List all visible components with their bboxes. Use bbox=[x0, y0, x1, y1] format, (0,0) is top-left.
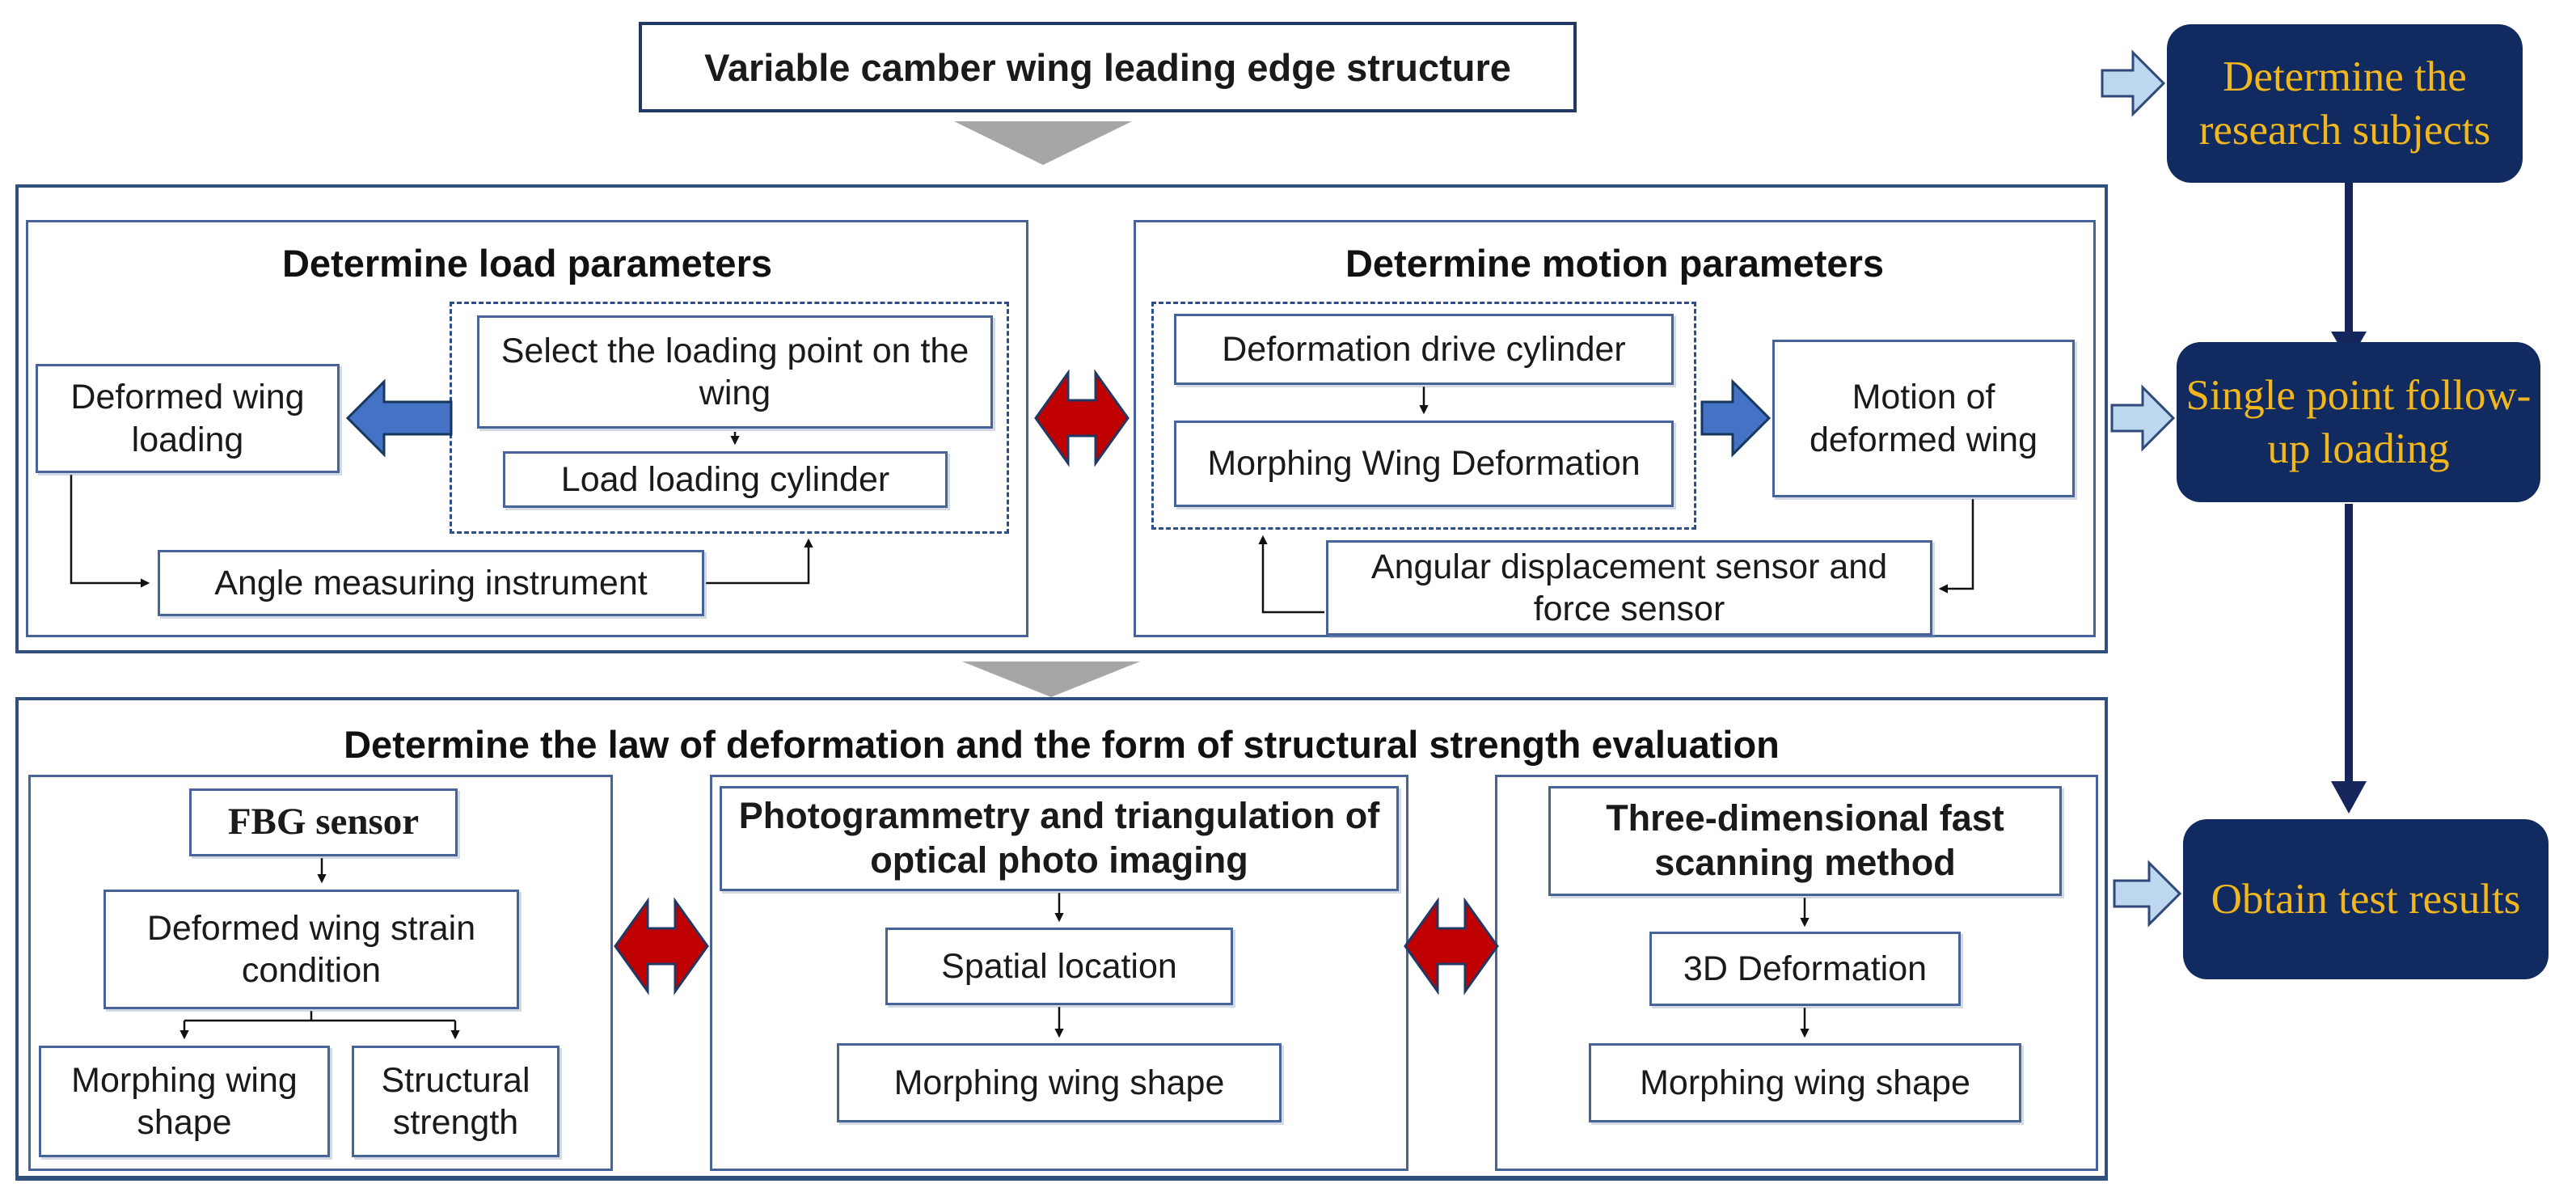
branch-strain-split bbox=[184, 1011, 455, 1022]
diagram-title: Variable camber wing leading edge struct… bbox=[639, 22, 1577, 112]
three-dimensional-scanning-box: Three-dimensional fast scanning method bbox=[1548, 786, 2062, 896]
obtain-test-results-box: Obtain test results bbox=[2183, 819, 2549, 979]
arrow-motion-to-sensor bbox=[1938, 499, 1974, 594]
select-loading-point-box: Select the loading point on the wing bbox=[477, 315, 993, 429]
down-triangle-icon bbox=[962, 662, 1140, 697]
red-double-arrow-icon bbox=[614, 897, 709, 995]
load-section-heading: Determine load parameters bbox=[281, 242, 773, 285]
deformed-wing-loading-box: Deformed wing loading bbox=[36, 364, 340, 473]
morphing-wing-shape-box-photo: Morphing wing shape bbox=[837, 1043, 1282, 1122]
structural-strength-box: Structural strength bbox=[352, 1046, 560, 1157]
spatial-location-box: Spatial location bbox=[885, 928, 1233, 1005]
evaluation-section-heading: Determine the law of deformation and the… bbox=[344, 723, 1780, 766]
arrow-sensor-to-dashed bbox=[1258, 535, 1324, 614]
angular-force-sensor-box: Angular displacement sensor and force se… bbox=[1326, 540, 1932, 636]
blue-block-arrow-right-icon bbox=[1700, 378, 1772, 458]
deformation-drive-cylinder-box: Deformation drive cylinder bbox=[1174, 314, 1674, 385]
photogrammetry-method-box: Photogrammetry and triangulation of opti… bbox=[720, 786, 1399, 891]
load-loading-cylinder-box: Load loading cylinder bbox=[503, 451, 948, 508]
light-blue-arrow-icon bbox=[2110, 384, 2176, 452]
arrow-angle-to-dashed bbox=[706, 538, 813, 585]
fbg-sensor-box: FBG sensor bbox=[189, 788, 458, 856]
photogrammetry-subsection bbox=[710, 775, 1408, 1171]
single-point-follow-up-loading-box: Single point follow-up loading bbox=[2177, 342, 2540, 502]
red-double-arrow-icon bbox=[1034, 369, 1130, 467]
morphing-wing-deformation-box: Morphing Wing Deformation bbox=[1174, 421, 1674, 507]
light-blue-arrow-icon bbox=[2101, 49, 2166, 117]
determine-research-subjects-box: Determine the research subjects bbox=[2167, 24, 2523, 183]
motion-section-heading: Determine motion parameters bbox=[1345, 242, 1885, 285]
light-blue-arrow-icon bbox=[2113, 860, 2182, 928]
motion-of-deformed-wing-box: Motion of deformed wing bbox=[1772, 340, 2075, 497]
arrow-loading-to-angle bbox=[70, 475, 150, 588]
blue-block-arrow-left-icon bbox=[345, 378, 453, 458]
deformed-wing-strain-box: Deformed wing strain condition bbox=[103, 890, 519, 1009]
evaluation-stage-container bbox=[15, 697, 2108, 1181]
angle-measuring-instrument-box: Angle measuring instrument bbox=[158, 550, 704, 616]
down-triangle-icon bbox=[954, 121, 1132, 165]
load-parameters-section bbox=[26, 220, 1028, 637]
morphing-wing-shape-box-fbg: Morphing wing shape bbox=[39, 1046, 330, 1157]
fbg-subsection bbox=[28, 775, 613, 1171]
morphing-wing-shape-box-scan: Morphing wing shape bbox=[1589, 1043, 2021, 1122]
scanning-subsection bbox=[1495, 775, 2098, 1171]
top-stage-container bbox=[15, 184, 2108, 653]
motion-dashed-group bbox=[1151, 302, 1696, 530]
motion-parameters-section bbox=[1134, 220, 2096, 637]
3d-deformation-box: 3D Deformation bbox=[1649, 932, 1961, 1006]
stage-arrowhead-2 bbox=[2331, 781, 2367, 814]
red-double-arrow-icon bbox=[1404, 897, 1499, 995]
